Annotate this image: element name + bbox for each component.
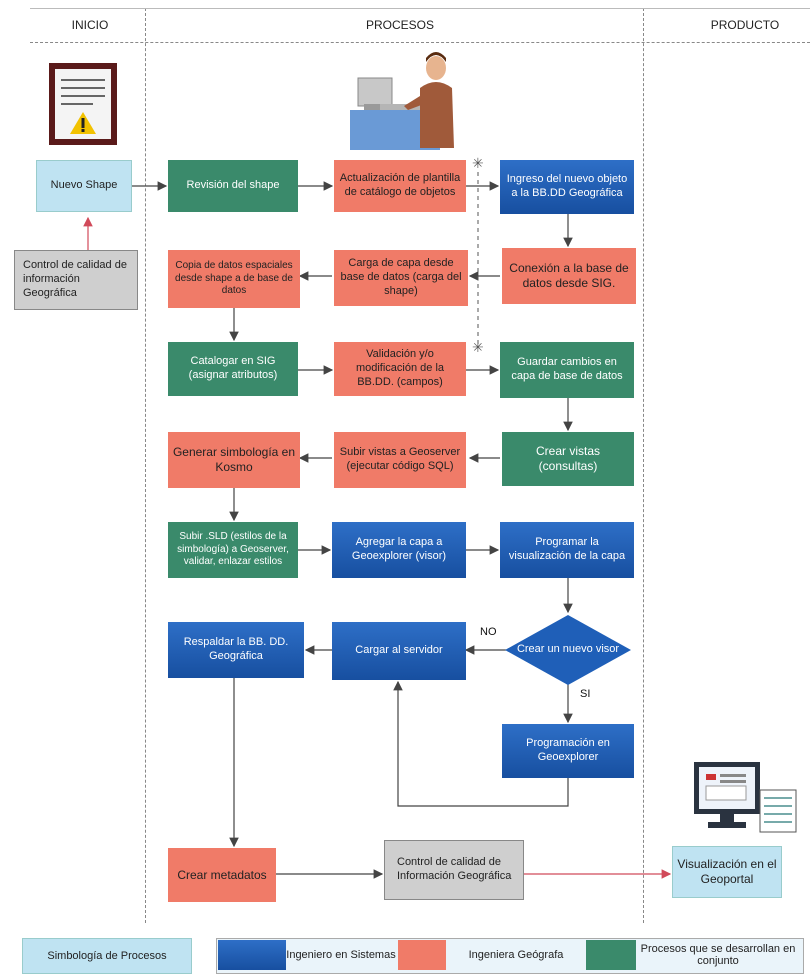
legend-swatch-green — [586, 940, 636, 970]
node-validacion: Validación y/o modificación de la BB.DD.… — [334, 342, 466, 396]
node-programar-visualizacion: Programar la visualización de la capa — [500, 522, 634, 578]
decision-crear-visor — [505, 615, 631, 685]
node-respaldar-bd: Respaldar la BB. DD. Geográfica — [168, 622, 304, 678]
node-crear-vistas: Crear vistas (consultas) — [502, 432, 634, 486]
document-warning-icon — [49, 63, 117, 145]
lane-header-process: PROCESOS — [365, 18, 434, 32]
lane-divider-left — [145, 8, 146, 923]
node-catalogar-sig: Catalogar en SIG (asignar atributos) — [168, 342, 298, 396]
node-crear-metadatos: Crear metadatos — [168, 848, 276, 902]
lane-header-start: INICIO — [71, 18, 109, 32]
decision-si-label: SI — [580, 688, 591, 700]
person-at-computer-icon — [350, 52, 454, 150]
node-nuevo-shape: Nuevo Shape — [36, 160, 132, 212]
node-conexion-base: Conexión a la base de datos desde SIG. — [502, 248, 636, 304]
lane-divider-right — [643, 8, 644, 923]
top-border — [30, 8, 810, 9]
lane-header-product: PRODUCTO — [710, 18, 780, 32]
node-revision-shape: Revisión del shape — [168, 160, 298, 212]
node-control-calidad-2: Control de calidad de Información Geográ… — [384, 840, 524, 900]
decision-crear-visor-label: Crear un nuevo visor — [516, 643, 620, 656]
svg-text:✳: ✳ — [472, 340, 484, 356]
node-visualizacion-geoportal: Visualización en el Geoportal — [672, 846, 782, 898]
legend-label-blue: Ingeniero en Sistemas — [286, 948, 396, 961]
legend-label-green: Procesos que se desarrollan en conjunto — [640, 942, 796, 967]
legend-swatch-salmon — [398, 940, 446, 970]
legend-swatch-blue — [218, 940, 286, 970]
node-actualizacion-plantilla: Actualización de plantilla de catálogo d… — [334, 160, 466, 212]
svg-text:✳: ✳ — [472, 156, 484, 172]
node-subir-sld: Subir .SLD (estilos de la simbología) a … — [168, 522, 298, 578]
node-copia-datos: Copia de datos espaciales desde shape a … — [168, 250, 300, 308]
node-subir-vistas: Subir vistas a Geoserver (ejecutar códig… — [334, 432, 466, 488]
node-control-calidad-1: Control de calidad de información Geográ… — [14, 250, 138, 310]
legend-title: Simbología de Procesos — [22, 938, 192, 974]
decision-no-label: NO — [480, 626, 497, 638]
legend-label-salmon: Ingeniera Geógrafa — [468, 948, 564, 961]
node-agregar-capa: Agregar la capa a Geoexplorer (visor) — [332, 522, 466, 578]
monitor-with-chart-icon — [694, 762, 797, 833]
node-ingreso-objeto: Ingreso del nuevo objeto a la BB.DD Geog… — [500, 160, 634, 214]
node-cargar-servidor: Cargar al servidor — [332, 622, 466, 680]
node-generar-simbologia: Generar simbología en Kosmo — [168, 432, 300, 488]
node-carga-capa: Carga de capa desde base de datos (carga… — [334, 250, 468, 306]
node-programacion-geoexplorer: Programación en Geoexplorer — [502, 724, 634, 778]
node-guardar-cambios: Guardar cambios en capa de base de datos — [500, 342, 634, 398]
header-separator — [30, 42, 810, 43]
legend-bar — [216, 938, 804, 974]
